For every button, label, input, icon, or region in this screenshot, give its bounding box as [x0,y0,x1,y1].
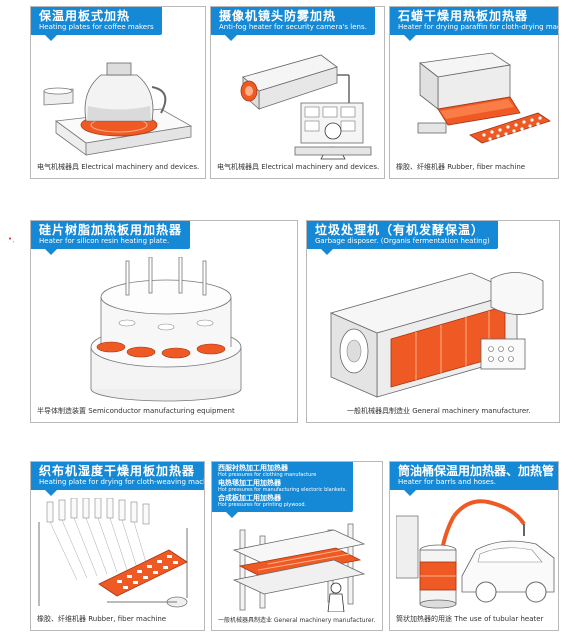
card-cloth-weaving: 织布机湿度干燥用板加热器 Heating plate for drying fo… [30,461,205,631]
silicon-resin-illustration [90,257,242,402]
card-title-en: Heating plates for coffee makers [39,23,154,31]
card-caption: 电气机械器具 Electrical machinery and devices. [217,163,380,171]
header-pointer [45,35,57,41]
card-header: 织布机湿度干燥用板加热器 Heating plate for drying fo… [31,462,205,496]
header-pointer [321,249,333,255]
card-header: 西服衬热加工用加热器 Hot pressures for clothing ma… [212,462,353,518]
card-title-en: Heater for drying paraffin for cloth-dry… [398,23,558,31]
line-2-cn: 电热毯加工用加热器 [218,479,281,487]
card-title-cn: 石蜡干燥用热板加热器 [398,9,529,23]
card-header: 保温用板式加热 Heating plates for coffee makers [31,7,162,41]
stray-mark: •ˎ [8,235,16,243]
card-barrel-hose: 筒油桶保温用加热器、加热管 Heater for barrls and hose… [389,461,559,631]
hot-press-illustration [232,523,366,612]
card-title-cn: 织布机湿度干燥用板加热器 [39,464,196,478]
card-caption: 橡胶、纤维机器 Rubber, fiber machine [37,615,167,623]
card-garbage-disposer: 垃圾处理机（有机发酵保温） Garbage disposer. (Organis… [306,220,560,423]
card-title-cn: 保温用板式加热 [39,9,131,23]
card-coffee-maker: 保温用板式加热 Heating plates for coffee makers… [30,6,206,179]
line-2-en: Hot pressures for manufacturing electori… [218,487,347,493]
header-pointer [404,490,416,496]
barrel-hose-illustration [396,499,555,609]
line-1-en: Hot pressures for clothing manufacture [218,472,317,478]
card-title-cn: 摄像机镜头防雾加热 [219,9,337,23]
garbage-disposer-illustration [329,272,544,398]
header-pointer [225,35,237,41]
card-paraffin-drying: 石蜡干燥用热板加热器 Heater for drying paraffin fo… [389,6,559,179]
card-header: 筒油桶保温用加热器、加热管 Heater for barrls and hose… [390,462,558,496]
line-3-en: Hot pressures for printing plywood. [218,502,307,508]
card-title-en: Heating plate for drying for cloth-weavi… [39,478,205,486]
card-title-en: Heater for barrls and hoses. [398,478,496,486]
card-title-en: Garbage disposer. (Organis fermentation … [315,237,490,245]
card-camera-lens: 摄像机镜头防雾加热 Anti-fog heater for security c… [210,6,385,179]
line-3-cn: 合成板加工用加热器 [218,494,281,502]
card-caption: 筒状加热器的用途 The use of tubular heater [396,615,544,623]
line-1-cn: 西服衬热加工用加热器 [218,464,288,472]
card-header: 石蜡干燥用热板加热器 Heater for drying paraffin fo… [390,7,558,41]
card-title-cn: 硅片树脂加热板用加热器 [39,223,183,237]
header-pointer [404,35,416,41]
card-header: 硅片树脂加热板用加热器 Heater for silicon resin hea… [31,221,191,255]
paraffin-dryer-illustration [417,52,551,144]
card-title-en: Anti-fog heater for security camera's le… [219,23,367,31]
card-caption: 橡胶、纤维机器 Rubber, fiber machine [396,163,526,171]
coffee-maker-illustration [43,62,193,156]
header-pointer [45,490,57,496]
card-caption: 半导体制造装置 Semiconductor manufacturing equi… [37,407,235,415]
card-caption: 电气机械器具 Electrical machinery and devices. [37,163,200,171]
security-camera-illustration [240,54,372,160]
card-title-cn: 垃圾处理机（有机发酵保温） [315,223,485,237]
card-title-cn: 筒油桶保温用加热器、加热管 [398,464,555,478]
card-caption: 一般机械器具制造业 General machinery manufacturer… [347,407,531,415]
card-header: 垃圾处理机（有机发酵保温） Garbage disposer. (Organis… [307,221,498,255]
card-hot-press: 西服衬热加工用加热器 Hot pressures for clothing ma… [211,461,383,631]
header-pointer [226,512,238,518]
card-header: 摄像机镜头防雾加热 Anti-fog heater for security c… [211,7,375,41]
weaving-machine-illustration [38,498,188,608]
card-silicon-resin: 硅片树脂加热板用加热器 Heater for silicon resin hea… [30,220,298,423]
card-title-en: Heater for silicon resin heating plate. [39,237,170,245]
card-caption: 一般机械器具制造业 General machinery manufacturer… [218,617,376,624]
header-pointer [45,249,57,255]
